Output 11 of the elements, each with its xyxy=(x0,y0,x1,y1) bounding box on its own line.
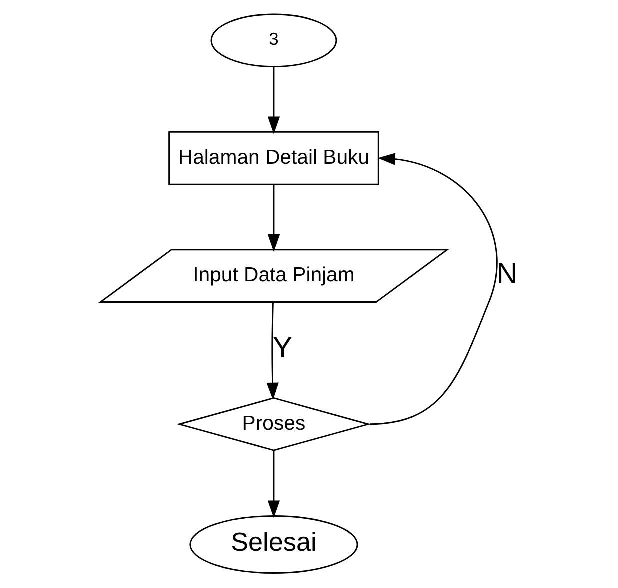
node-ellipse: Selesai xyxy=(189,516,358,574)
edge-label: N xyxy=(496,258,518,290)
node-diamond: Proses xyxy=(176,397,371,452)
edge-label: Y xyxy=(272,332,292,365)
node-ellipse: 3 xyxy=(210,14,337,68)
node-box: Halaman Detail Buku xyxy=(168,131,379,186)
arrow xyxy=(267,184,280,252)
arrow xyxy=(267,67,280,134)
arrow xyxy=(369,153,498,426)
arrow xyxy=(266,302,278,400)
arrow xyxy=(267,450,280,518)
